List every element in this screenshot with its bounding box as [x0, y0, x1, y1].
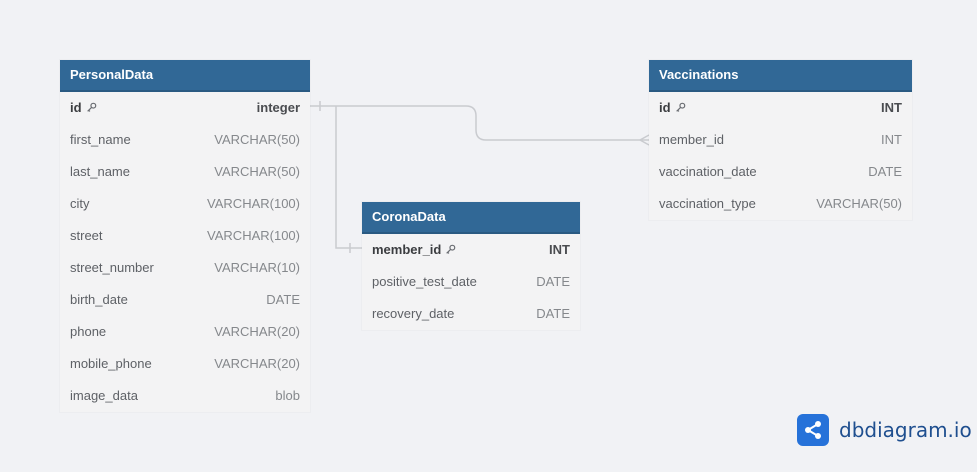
field-type: VARCHAR(50) — [214, 164, 300, 179]
table-row[interactable]: recovery_date DATE — [362, 298, 580, 330]
field-name: image_data — [70, 388, 138, 403]
field-type: VARCHAR(100) — [207, 196, 300, 211]
table-row[interactable]: id integer — [60, 92, 310, 124]
field-type: INT — [881, 132, 902, 147]
field-type: INT — [881, 100, 902, 115]
field-type: VARCHAR(50) — [816, 196, 902, 211]
field-name: street_number — [70, 260, 154, 275]
table-row[interactable]: positive_test_date DATE — [362, 266, 580, 298]
field-name: member_id — [659, 132, 725, 147]
table-row[interactable]: last_name VARCHAR(50) — [60, 156, 310, 188]
field-name: phone — [70, 324, 107, 339]
field-type: VARCHAR(20) — [214, 356, 300, 371]
field-type: DATE — [536, 306, 570, 321]
table-row[interactable]: phone VARCHAR(20) — [60, 316, 310, 348]
field-name: vaccination_type — [659, 196, 756, 211]
key-icon — [675, 93, 686, 125]
table-row[interactable]: member_id INT — [649, 124, 912, 156]
field-type: INT — [549, 242, 570, 257]
table-coronadata[interactable]: CoronaData member_id INT positive_test_dat… — [362, 202, 580, 330]
table-row[interactable]: city VARCHAR(100) — [60, 188, 310, 220]
field-type: VARCHAR(20) — [214, 324, 300, 339]
field-name: city — [70, 196, 90, 211]
table-row[interactable]: id INT — [649, 92, 912, 124]
share-icon — [797, 414, 829, 446]
table-row[interactable]: member_id INT — [362, 234, 580, 266]
field-type: VARCHAR(50) — [214, 132, 300, 147]
field-name: positive_test_date — [372, 274, 477, 289]
field-name: id — [70, 100, 82, 115]
field-name: member_id — [372, 242, 442, 257]
table-row[interactable]: birth_date DATE — [60, 284, 310, 316]
field-type: integer — [256, 100, 300, 115]
table-row[interactable]: vaccination_date DATE — [649, 156, 912, 188]
relation-personal-corona[interactable] — [335, 106, 362, 249]
field-type: DATE — [266, 292, 300, 307]
field-name: vaccination_date — [659, 164, 757, 179]
table-header[interactable]: PersonalData — [60, 60, 310, 92]
field-name: last_name — [70, 164, 130, 179]
brand-name: dbdiagram.io — [839, 418, 972, 442]
field-name: first_name — [70, 132, 131, 147]
relation-personal-vaccinations[interactable] — [310, 105, 649, 141]
table-row[interactable]: image_data blob — [60, 380, 310, 412]
table-row[interactable]: vaccination_type VARCHAR(50) — [649, 188, 912, 220]
field-name: id — [659, 100, 671, 115]
field-type: VARCHAR(10) — [214, 260, 300, 275]
field-type: DATE — [536, 274, 570, 289]
table-row[interactable]: street VARCHAR(100) — [60, 220, 310, 252]
field-type: blob — [275, 388, 300, 403]
table-row[interactable]: mobile_phone VARCHAR(20) — [60, 348, 310, 380]
field-type: VARCHAR(100) — [207, 228, 300, 243]
table-header[interactable]: Vaccinations — [649, 60, 912, 92]
field-name: mobile_phone — [70, 356, 152, 371]
key-icon — [86, 93, 97, 125]
table-header[interactable]: CoronaData — [362, 202, 580, 234]
table-row[interactable]: first_name VARCHAR(50) — [60, 124, 310, 156]
field-name: street — [70, 228, 103, 243]
field-name: recovery_date — [372, 306, 455, 321]
key-icon — [445, 235, 456, 267]
dbdiagram-logo[interactable]: dbdiagram.io — [797, 414, 972, 446]
table-row[interactable]: street_number VARCHAR(10) — [60, 252, 310, 284]
field-type: DATE — [868, 164, 902, 179]
field-name: birth_date — [70, 292, 128, 307]
many-marker-vaccinations — [639, 134, 650, 146]
